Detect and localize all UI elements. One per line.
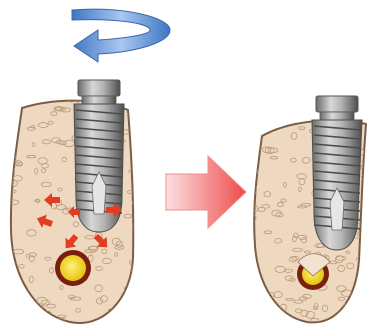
trabecula (109, 324, 116, 327)
trabecula (250, 309, 261, 311)
trabecula (337, 318, 346, 321)
trabecula (258, 120, 266, 126)
trabecula (254, 300, 265, 306)
trabecula (249, 174, 255, 180)
trabecula (19, 318, 27, 320)
trabecula (10, 298, 15, 304)
rotation-arrow-icon (72, 9, 170, 62)
trabecula (367, 316, 371, 323)
trabecula (339, 327, 345, 333)
nerve-canal (55, 250, 91, 286)
trabecula (9, 320, 16, 326)
trabecula (350, 324, 354, 329)
trabecula (131, 127, 136, 134)
trabecula (250, 146, 260, 153)
trabecula (347, 313, 356, 318)
trabecula (264, 310, 274, 315)
trabecula (10, 103, 14, 106)
trabecula (356, 285, 360, 289)
trabecula (13, 293, 21, 297)
trabecula (106, 315, 115, 321)
trabecula (37, 321, 47, 325)
panel-after (249, 96, 372, 332)
trabecula (50, 323, 54, 328)
trabecula (11, 134, 15, 139)
trabecula (134, 176, 138, 181)
trabecula (10, 313, 16, 319)
trabecula (122, 310, 126, 314)
trabecula (361, 265, 371, 270)
trabecula (131, 322, 135, 327)
trabecula (10, 118, 16, 124)
trabecula (264, 115, 268, 121)
transition-arrow-icon (166, 156, 246, 228)
trabecula (9, 125, 15, 128)
implant-deeper (312, 96, 362, 250)
trabecula (265, 116, 270, 122)
trabecula (258, 320, 263, 323)
trabecula (363, 202, 368, 208)
trabecula (6, 257, 12, 262)
trabecula (250, 133, 254, 135)
panel-before (6, 9, 170, 328)
trabecula (249, 299, 259, 301)
trabecula (274, 324, 282, 329)
trabecula (252, 270, 256, 275)
